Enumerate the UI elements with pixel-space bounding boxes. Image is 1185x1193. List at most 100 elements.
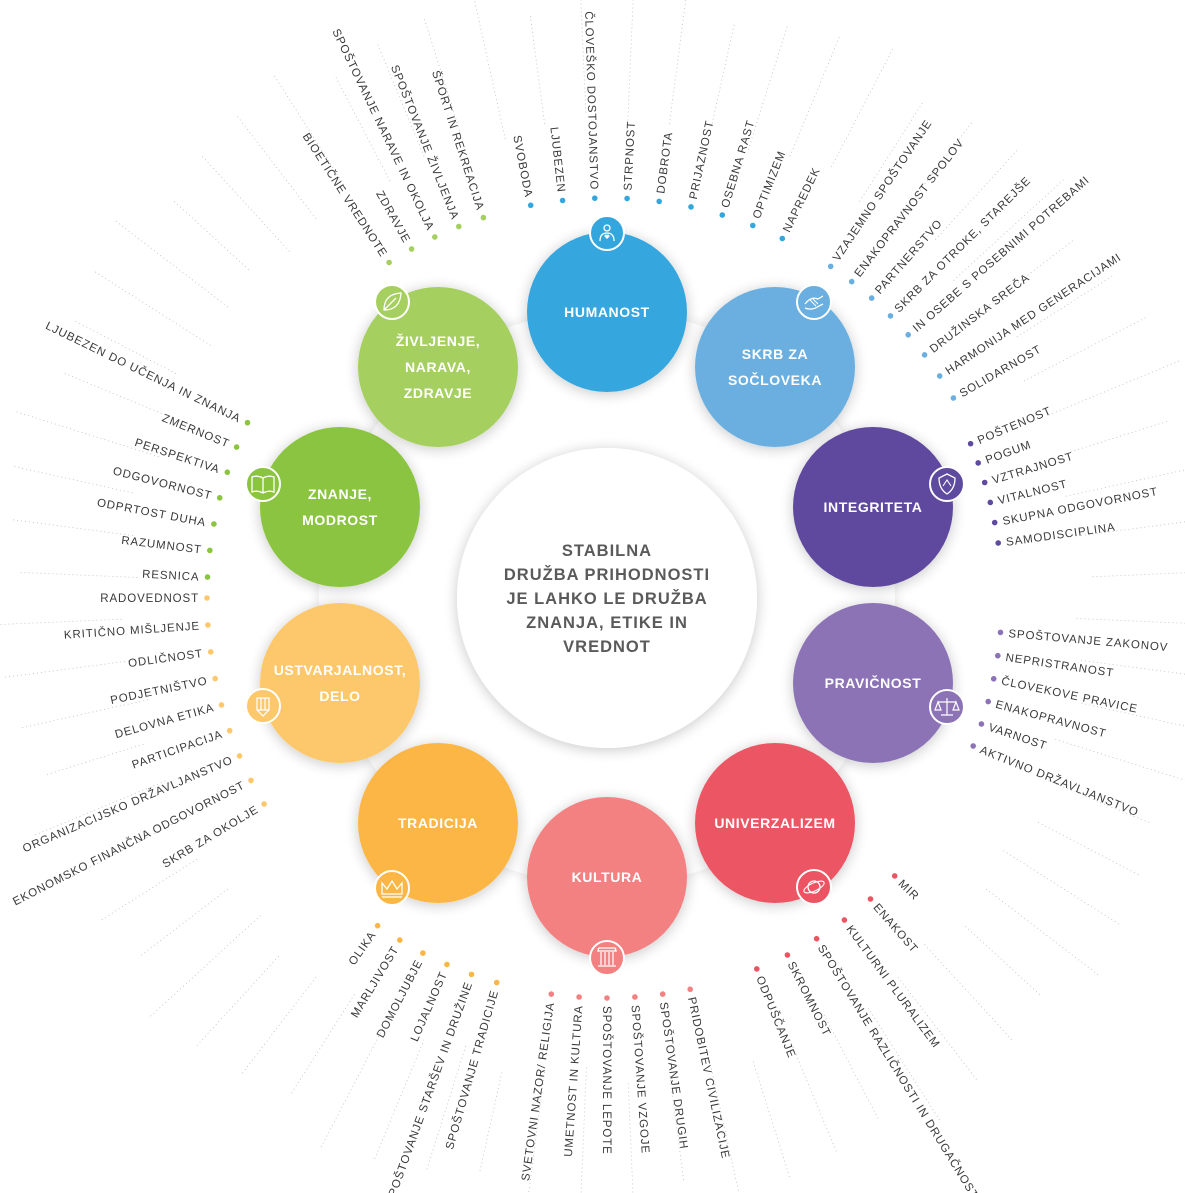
heart-person-icon bbox=[589, 215, 625, 251]
category-circle bbox=[695, 743, 855, 903]
value-label: ODLIČNOST bbox=[127, 647, 203, 670]
value-bullet bbox=[591, 195, 598, 201]
decorative-ray bbox=[289, 994, 355, 1096]
decorative-ray bbox=[0, 618, 122, 625]
decorative-ray bbox=[114, 220, 229, 308]
value-label: AKTIVNO DRŽAVLJANSTVO bbox=[978, 743, 1141, 819]
decorative-ray bbox=[201, 155, 290, 252]
category-circle bbox=[527, 232, 687, 392]
decorative-ray bbox=[138, 888, 229, 958]
value-bullet bbox=[813, 935, 820, 942]
value-label: POŠTENOST bbox=[976, 404, 1054, 447]
value-bullet bbox=[887, 313, 894, 319]
value-item: IN OSEBE S POSEBNIMI POTREBAMI bbox=[905, 174, 1092, 338]
value-label: ENAKOST bbox=[871, 902, 920, 956]
category-circle bbox=[793, 427, 953, 587]
decorative-ray bbox=[1023, 315, 1149, 382]
decorative-ray bbox=[149, 915, 261, 1018]
category-title: USTVARJALNOST,DELO bbox=[274, 662, 407, 704]
category-znanje-modrost: ZNANJE,MODROST bbox=[245, 427, 420, 587]
center-statement-line: STABILNA bbox=[562, 542, 652, 560]
decorative-ray bbox=[789, 34, 841, 157]
center-statement-line: ZNANJA, ETIKE IN bbox=[526, 614, 688, 632]
value-item: SOLIDARNOST bbox=[950, 343, 1044, 401]
value-item: RADOVEDNOST bbox=[100, 593, 210, 605]
value-label: SPOŠTOVANJE VZGOJE bbox=[628, 1005, 651, 1155]
value-item: SPOŠTOVANJE TRADICIJE bbox=[443, 979, 501, 1151]
decorative-ray bbox=[823, 1014, 880, 1122]
category-title: TRADICIJA bbox=[398, 815, 478, 831]
decorative-ray bbox=[426, 1046, 467, 1171]
value-label: RESNICA bbox=[142, 569, 200, 584]
category-title-line: USTVARJALNOST, bbox=[274, 662, 407, 678]
decorative-ray bbox=[711, 21, 736, 124]
decorative-ray bbox=[12, 519, 134, 537]
value-bullet bbox=[827, 263, 834, 270]
category-title-line: ZDRAVJE bbox=[404, 385, 473, 401]
value-label: LJUBEZEN DO UČENJA IN ZNANJA bbox=[43, 319, 243, 425]
category-title-line: UNIVERZALIZEM bbox=[714, 815, 835, 831]
value-label: PARTNERSTVO bbox=[873, 217, 945, 296]
helping-hands-icon bbox=[796, 284, 832, 320]
value-item: PRIJAZNOST bbox=[688, 119, 716, 210]
value-label: OPTIMIZEM bbox=[751, 149, 788, 220]
value-bullet bbox=[936, 373, 943, 379]
decorative-ray bbox=[897, 121, 973, 220]
value-item: RESNICA bbox=[142, 569, 211, 584]
value-bullet bbox=[995, 540, 1002, 546]
value-bullet bbox=[950, 395, 957, 401]
value-label: RADOVEDNOST bbox=[100, 593, 199, 605]
value-bullet bbox=[994, 652, 1001, 659]
value-bullet bbox=[236, 753, 243, 759]
value-item: OLIKA bbox=[347, 922, 381, 968]
value-item: SPOŠTOVANJE ZAKONOV bbox=[997, 627, 1169, 654]
category-title: PRAVIČNOST bbox=[825, 674, 922, 691]
value-label: ODGOVORNOST bbox=[112, 465, 214, 502]
value-bullet bbox=[493, 979, 500, 986]
value-bullet bbox=[207, 649, 214, 655]
category-title-line: KULTURA bbox=[572, 869, 643, 885]
decorative-ray bbox=[423, 16, 462, 135]
value-item: STRPNOST bbox=[623, 121, 638, 202]
decorative-ray bbox=[831, 47, 894, 168]
value-item: MIR bbox=[891, 873, 921, 903]
category-ustvarjalnost-delo: USTVARJALNOST,DELO bbox=[245, 603, 420, 763]
crown-icon bbox=[374, 870, 410, 906]
decorative-ray bbox=[320, 1028, 383, 1149]
value-item: ČLOVEŠKO DOSTOJANSTVO bbox=[582, 11, 601, 201]
value-bullet bbox=[990, 675, 997, 682]
value-bullet bbox=[779, 235, 786, 242]
category-title-line: NARAVA, bbox=[405, 359, 471, 375]
value-bullet bbox=[420, 950, 426, 956]
value-bullet bbox=[848, 278, 855, 285]
decorative-ray bbox=[61, 371, 166, 416]
value-bullet bbox=[396, 937, 403, 943]
decorative-ray bbox=[747, 25, 788, 150]
category-title: KULTURA bbox=[572, 869, 643, 885]
decorative-ray bbox=[580, 0, 587, 113]
value-label: DOBROTA bbox=[655, 131, 675, 194]
category-title: ZNANJE,MODROST bbox=[302, 486, 378, 528]
category-title: INTEGRITETA bbox=[824, 499, 923, 515]
value-label: NEPRISTRANOST bbox=[1005, 652, 1115, 680]
category-pravicnost: PRAVIČNOST bbox=[793, 603, 965, 763]
category-circle bbox=[358, 743, 518, 903]
value-item: SVOBODA bbox=[510, 134, 534, 209]
value-item: NAPREDEK bbox=[779, 166, 823, 242]
value-bullet bbox=[997, 629, 1004, 636]
value-item: SVETOVNI NAZOR/ RELIGIJA bbox=[520, 991, 557, 1182]
planet-icon bbox=[796, 869, 832, 905]
value-bullet bbox=[905, 331, 912, 338]
decorative-ray bbox=[11, 465, 133, 494]
category-humanost: HUMANOST bbox=[527, 215, 687, 392]
decorative-ray bbox=[1076, 618, 1185, 624]
category-circle bbox=[260, 603, 420, 763]
decorative-ray bbox=[1055, 738, 1185, 781]
value-bullet bbox=[576, 994, 582, 1000]
decorative-ray bbox=[334, 74, 391, 182]
decorative-ray bbox=[965, 926, 1043, 997]
shield-icon bbox=[929, 466, 965, 502]
value-bullet bbox=[749, 222, 756, 229]
